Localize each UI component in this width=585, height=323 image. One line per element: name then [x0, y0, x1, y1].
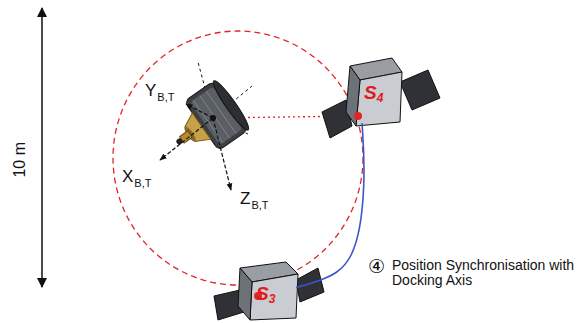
satellite-index: 3 [269, 293, 276, 305]
axis-subscript: B,T [157, 91, 174, 103]
satellite-label: S [364, 83, 377, 102]
axis-subscript: B,T [251, 199, 268, 211]
range-circle [113, 31, 363, 285]
chaser-satellite [214, 262, 324, 320]
callout-number: ④ [368, 256, 385, 277]
body-axes [160, 104, 231, 190]
dimension-label: 10 m [11, 142, 29, 178]
approach-trajectory [296, 123, 364, 288]
axis-label: X [122, 168, 133, 187]
axis-subscript: B,T [134, 177, 151, 189]
satellite-node: S4 [360, 79, 400, 123]
satellite-index: 4 [377, 92, 384, 104]
dimension-arrow [41, 8, 43, 287]
satellite-label: S [256, 284, 269, 303]
axis-label: Z [240, 190, 250, 209]
axis-label: Y [145, 82, 156, 101]
target-centre [210, 115, 216, 121]
step-note: Position Synchronisation with Docking Ax… [392, 258, 577, 289]
satellite-node: S3 [252, 280, 296, 318]
chaser-satellite [322, 58, 440, 138]
